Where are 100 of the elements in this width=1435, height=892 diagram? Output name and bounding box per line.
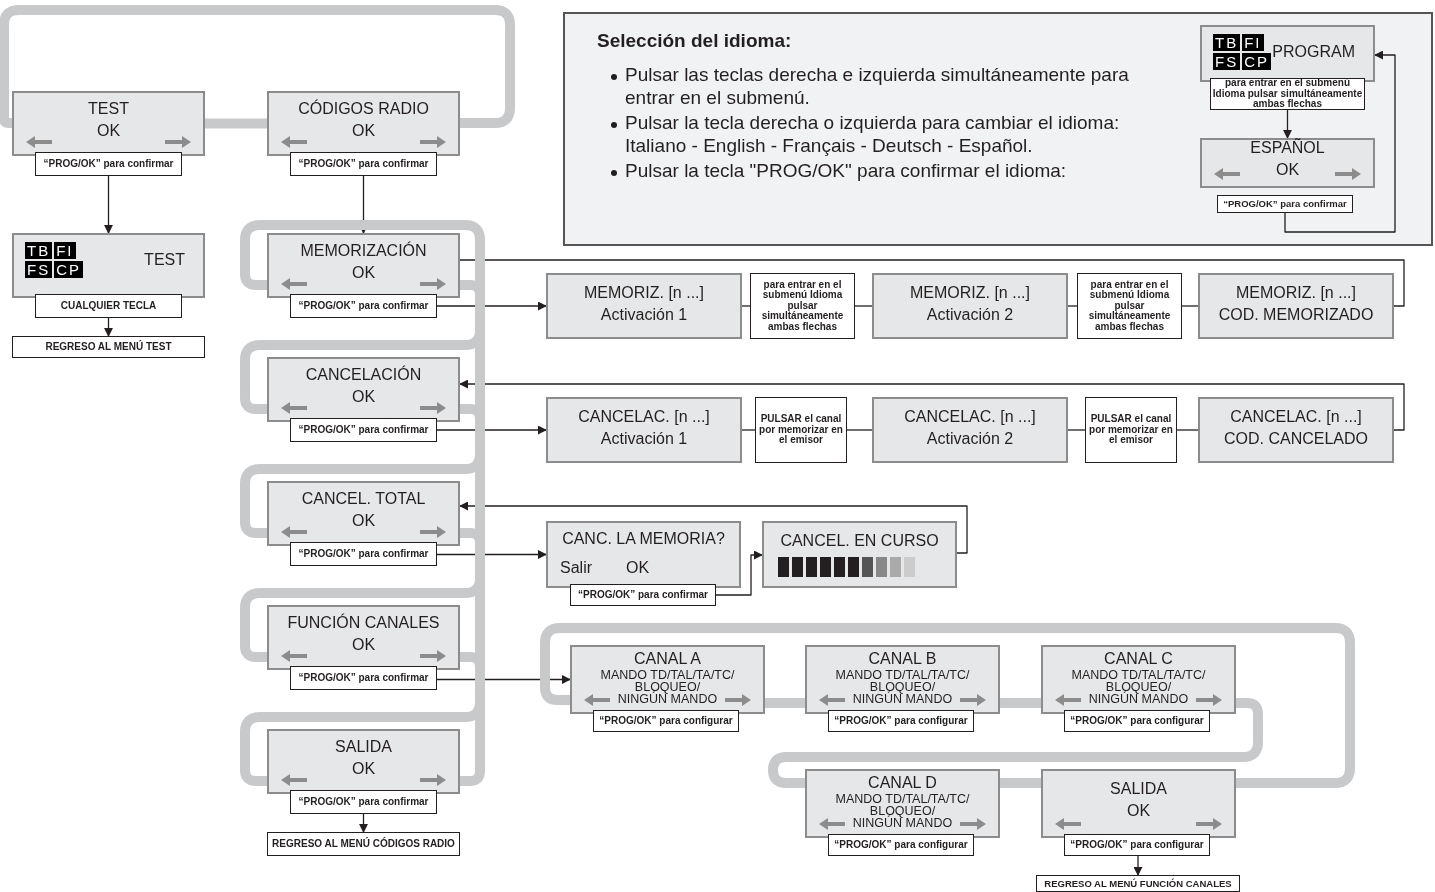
lcd-display [267,605,460,670]
instruction-box: para entrar en el submenú Idioma pulsar simultáneamente ambas flechas [1210,78,1365,110]
lcd-display [1198,273,1394,339]
display-text: MANDO TD/TAL/TA/TC/ BLOQUEO/ NINGÚN MANDO [835,670,970,706]
display-text: TEST [144,252,185,268]
segment-label: CP [1242,53,1271,70]
instruction-box: para entrar en el submenú Idioma pulsar simultáneamente ambas flechas [750,273,855,339]
menu-loop-line [765,698,805,708]
instruction-box: CUALQUIER TECLA [35,294,182,318]
lcd-display [12,233,205,298]
instruction-box: “PROG/OK” para confirmar [1217,195,1353,213]
display-text: OK [626,560,650,576]
instruction-box: “PROG/OK” para confirmar [290,418,437,442]
instruction-box: “PROG/OK” para confirmar [290,152,437,176]
segment-label: CP [54,261,83,278]
lcd-display [267,729,460,794]
display-text: MEMORIZ. [n ...] [1236,285,1356,301]
instruction-box: “PROG/OK” para configurar [1064,710,1210,732]
display-text: CÓDIGOS RADIO [298,100,429,117]
display-text: MEMORIZ. [n ...] [910,285,1030,301]
arrow [436,301,547,311]
display-text: FUNCIÓN CANALES [287,614,440,631]
lcd-display [872,273,1068,339]
display-text: CANC. LA MEMORIA? [562,531,725,547]
instruction-box: “PROG/OK” para configurar [593,710,739,732]
arrow [715,550,763,596]
display-text: OK [1126,802,1151,819]
arrow [1284,50,1396,233]
display-text: OK [1275,162,1300,178]
instruction-box: “PROG/OK” para confirmar [290,666,437,690]
display-text: COD. MEMORIZADO [1218,307,1374,323]
display-text: CANAL B [868,651,937,667]
arrow [104,175,113,234]
menu-loop-line [240,220,485,786]
segment-label: FI [54,242,76,259]
connector-line [1181,305,1199,307]
lcd-display [267,233,460,298]
display-text: Activación 2 [926,307,1014,323]
lcd-display [546,273,742,339]
info-panel [563,12,1433,246]
display-text: TEST [88,100,129,117]
display-text: MANDO TD/TAL/TA/TC/ BLOQUEO/ NINGÚN MANDO [835,794,970,830]
segment-label: TB [1213,34,1241,51]
arrow [1133,855,1143,876]
arrow [436,550,547,559]
display-text: MEMORIZACIÓN [300,242,427,259]
instruction-box: REGRESO AL MENÚ TEST [12,336,205,358]
lcd-display [12,91,205,156]
display-text: ESPAÑOL [1250,140,1325,156]
instruction-box: “PROG/OK” para confirmar [570,584,716,606]
menu-loop-line [205,118,267,129]
instruction-box: “PROG/OK” para confirmar [290,542,437,566]
instruction-box: “PROG/OK” para confirmar [35,152,182,176]
display-text: OK [351,264,376,281]
segment-label: FS [25,261,53,278]
instruction-text: Pulsar las teclas derecha e izquierda simultáneamente para entrar en el submenú. [625,64,1130,110]
display-text: Activación 1 [600,307,688,323]
instruction-text: Pulsar la tecla "PROG/OK" para confirmar el idioma: [625,160,1068,183]
display-text: OK [351,122,376,139]
instruction-text: Pulsar la tecla derecha o izquierda para cambiar el idioma: Italiano - English - Français - Deutsch - Español. [625,112,1121,158]
arrow [359,175,368,234]
connector-line [1176,429,1199,431]
arrow [359,813,368,833]
arrow [1283,109,1292,139]
connector-line [846,429,873,431]
display-text: CANCEL. EN CURSO [780,533,939,549]
display-text: OK [351,760,376,777]
segment-label: FI [1242,34,1264,51]
lcd-display [1041,645,1236,714]
lcd-display [1198,397,1394,463]
lcd-display [762,521,957,588]
lcd-display [805,769,1000,838]
menu-loop-line [768,698,1263,788]
display-text: CANAL A [634,651,701,667]
arrow [459,501,968,554]
display-text: SALIDA [1110,780,1167,797]
lcd-display [267,481,460,546]
instruction-box: “PROG/OK” para confirmar [290,790,437,814]
connector-line [459,259,1405,307]
display-text: CANCELAC. [n ...] [1230,409,1362,425]
instruction-box: “PROG/OK” para configurar [1064,834,1210,856]
instruction-box: “PROG/OK” para configurar [828,710,974,732]
instruction-box: PULSAR el canal por memorizar en el emisor [1085,397,1177,463]
arrow [104,317,113,337]
display-text: CANAL C [1104,651,1173,667]
instruction-box: PULSAR el canal por memorizar en el emisor [755,397,847,463]
display-text: OK [96,122,121,139]
connector-line [1067,305,1078,307]
display-text: CANCEL. TOTAL [301,490,426,507]
lcd-display [267,357,460,422]
lcd-display [1041,769,1236,838]
display-text: OK [351,388,376,405]
display-text: MEMORIZ. [n ...] [584,285,704,301]
lcd-display [546,521,741,588]
arrow [459,379,1405,431]
lcd-display [570,645,765,714]
display-text: Activación 2 [926,431,1014,447]
instruction-box: “PROG/OK” para configurar [828,834,974,856]
lcd-display [546,397,742,463]
display-text: MANDO TD/TAL/TA/TC/ BLOQUEO/ NINGÚN MANDO [1071,670,1206,706]
